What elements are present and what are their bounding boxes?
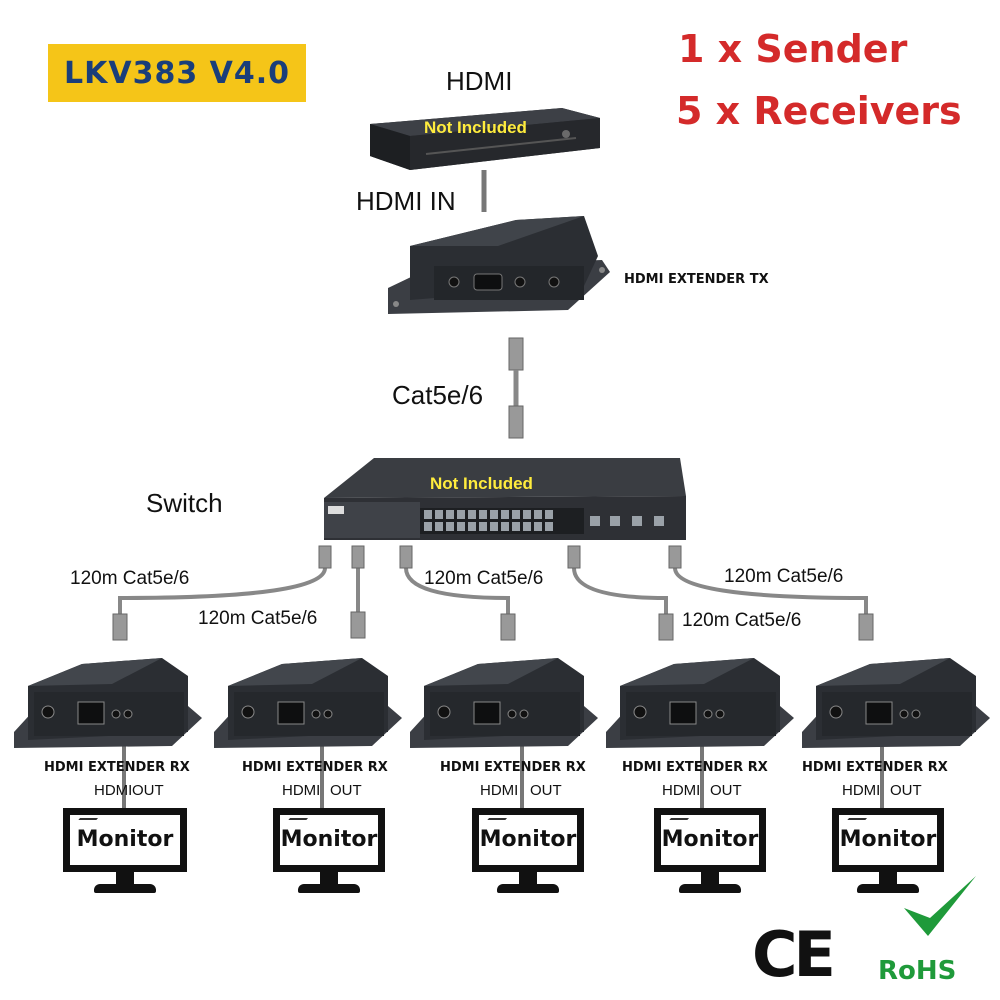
receiver-label-4: HDMI EXTENDER RX [622, 760, 768, 775]
monitor-base [857, 884, 919, 893]
monitor-label: Monitor [76, 827, 174, 852]
out-port-label-5: OUT [890, 782, 922, 799]
receiver-count: 5 x Receivers [676, 89, 962, 133]
receiver-unit-4 [604, 648, 796, 758]
monitor-screen: Monitor [273, 808, 385, 872]
cable-label-rx2: 120m Cat5e/6 [198, 608, 318, 629]
receiver-device-icon [802, 658, 990, 748]
receiver-unit-2 [212, 648, 404, 758]
receiver-unit-3 [408, 648, 600, 758]
model-badge: LKV383 V4.0 [48, 44, 306, 102]
blu-ray-player-icon [370, 108, 600, 170]
receiver-device-icon [14, 658, 202, 748]
monitor-stand [116, 872, 134, 884]
uplink-cable-label: Cat5e/6 [392, 380, 484, 410]
transmitter-label: HDMI EXTENDER TX [624, 272, 769, 287]
monitor-stand [879, 872, 897, 884]
hdmi-port-label-4: HDMI [662, 782, 701, 799]
checkmark-icon [904, 876, 976, 936]
monitor-3: Monitor [472, 808, 584, 893]
monitor-label: Monitor [479, 827, 577, 852]
monitor-stand [519, 872, 537, 884]
monitor-base [679, 884, 741, 893]
monitor-base [298, 884, 360, 893]
monitor-2: Monitor [273, 808, 385, 893]
hdmi-port-label-2: HDMI [282, 782, 321, 799]
cable-label-rx3: 120m Cat5e/6 [424, 568, 544, 589]
transmitter-device-icon [388, 216, 610, 314]
cable-label-rx4: 120m Cat5e/6 [682, 610, 802, 631]
sender-count: 1 x Sender [678, 27, 908, 71]
hdmi-port-label-1: HDMI [94, 782, 133, 799]
receiver-device-icon [214, 658, 402, 748]
drop-cables [118, 567, 868, 614]
monitor-screen: Monitor [472, 808, 584, 872]
ce-mark-icon: CE [752, 918, 836, 991]
receiver-label-1: HDMI EXTENDER RX [44, 760, 190, 775]
drop-connectors [112, 545, 874, 641]
hdmi-port-label-3: HDMI [480, 782, 519, 799]
out-port-label-2: OUT [330, 782, 362, 799]
cable-label-rx1: 120m Cat5e/6 [70, 568, 190, 589]
monitor-base [94, 884, 156, 893]
monitor-base [497, 884, 559, 893]
monitor-label: Monitor [839, 827, 937, 852]
out-port-label-4: OUT [710, 782, 742, 799]
receiver-unit-1 [12, 648, 204, 758]
hdmi-in-label: HDMI IN [356, 186, 456, 216]
receiver-label-2: HDMI EXTENDER RX [242, 760, 388, 775]
hdmi-out-cables [122, 746, 884, 808]
source-not-included: Not Included [424, 118, 527, 137]
uplink-cable [508, 337, 524, 439]
monitor-stand [701, 872, 719, 884]
out-port-label-3: OUT [530, 782, 562, 799]
source-label: HDMI [446, 66, 513, 96]
rohs-label: RoHS [878, 956, 957, 986]
receiver-unit-5 [800, 648, 992, 758]
receiver-label-5: HDMI EXTENDER RX [802, 760, 948, 775]
monitor-4: Monitor [654, 808, 766, 893]
monitor-1: Monitor [63, 808, 187, 893]
monitor-label: Monitor [280, 827, 378, 852]
monitor-stand [320, 872, 338, 884]
network-switch-icon [324, 458, 686, 540]
cable-label-rx5: 120m Cat5e/6 [724, 566, 844, 587]
monitor-screen: Monitor [654, 808, 766, 872]
receiver-label-3: HDMI EXTENDER RX [440, 760, 586, 775]
monitor-screen: Monitor [63, 808, 187, 872]
receiver-device-icon [606, 658, 794, 748]
monitor-5: Monitor [832, 808, 944, 893]
switch-not-included: Not Included [430, 474, 533, 493]
hdmi-port-label-5: HDMI [842, 782, 881, 799]
out-port-label-1: OUT [132, 782, 164, 799]
monitor-screen: Monitor [832, 808, 944, 872]
switch-label: Switch [146, 488, 223, 518]
receiver-device-icon [410, 658, 598, 748]
monitor-label: Monitor [661, 827, 759, 852]
